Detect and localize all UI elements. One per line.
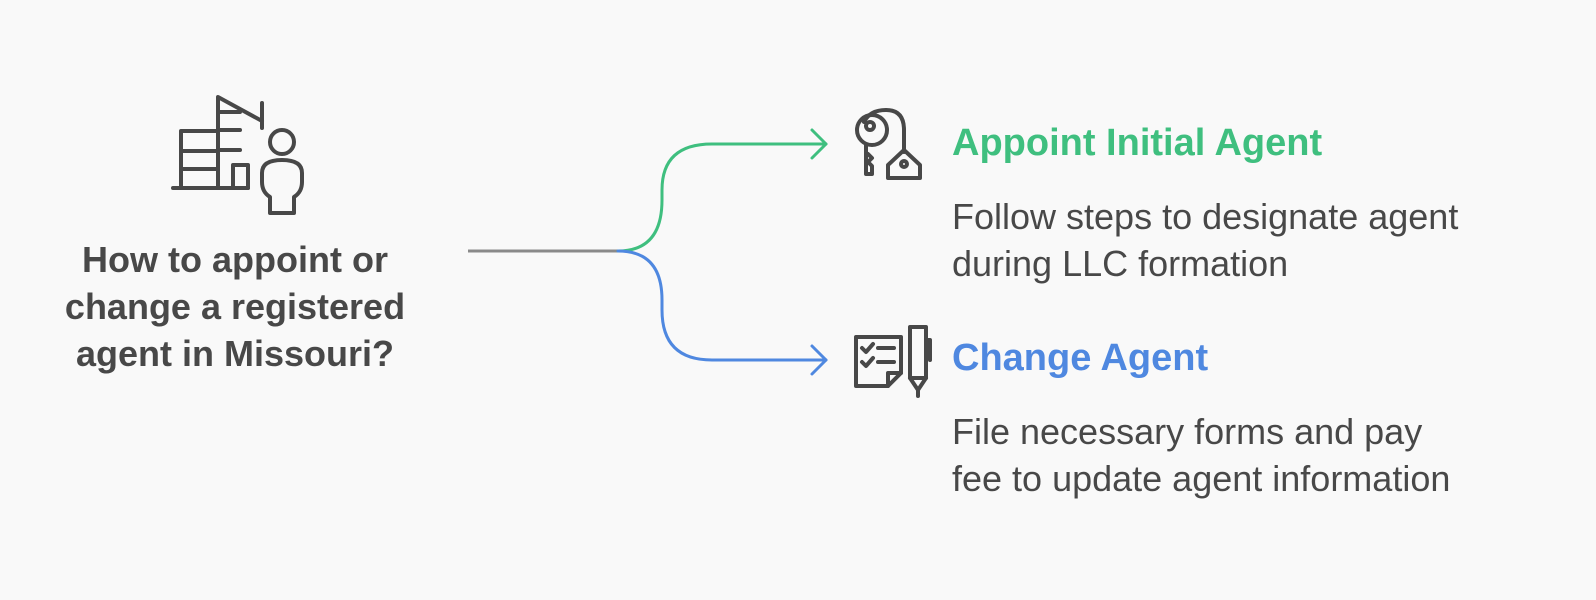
- connector-branch-2: [616, 249, 828, 362]
- arrowhead-branch-1: [810, 128, 828, 160]
- branch-2-description: File necessary forms and pay fee to upda…: [952, 408, 1450, 502]
- branch-1-title: Appoint Initial Agent: [952, 122, 1323, 164]
- connector-branch-1: [616, 142, 828, 253]
- branch-2-description-line-1: File necessary forms and pay: [952, 411, 1423, 452]
- root-question-line-1: How to appoint or: [82, 239, 388, 280]
- building-with-person-icon: [171, 95, 304, 215]
- arrowhead-branch-2: [810, 344, 828, 376]
- branch-1-description: Follow steps to designate agent during L…: [952, 193, 1458, 287]
- branch-1-description-line-1: Follow steps to designate agent: [952, 196, 1459, 237]
- root-question: How to appoint or change a registered ag…: [40, 236, 430, 377]
- root-question-line-2: change a registered: [64, 286, 406, 327]
- checklist-pen-icon: [854, 325, 932, 398]
- root-question-line-3: agent in Missouri?: [75, 333, 395, 374]
- branch-2-description-line-2: fee to update agent information: [952, 458, 1451, 499]
- key-house-tag-icon: [855, 108, 922, 180]
- branch-2-title: Change Agent: [952, 337, 1209, 379]
- branch-1-description-line-2: during LLC formation: [952, 243, 1289, 284]
